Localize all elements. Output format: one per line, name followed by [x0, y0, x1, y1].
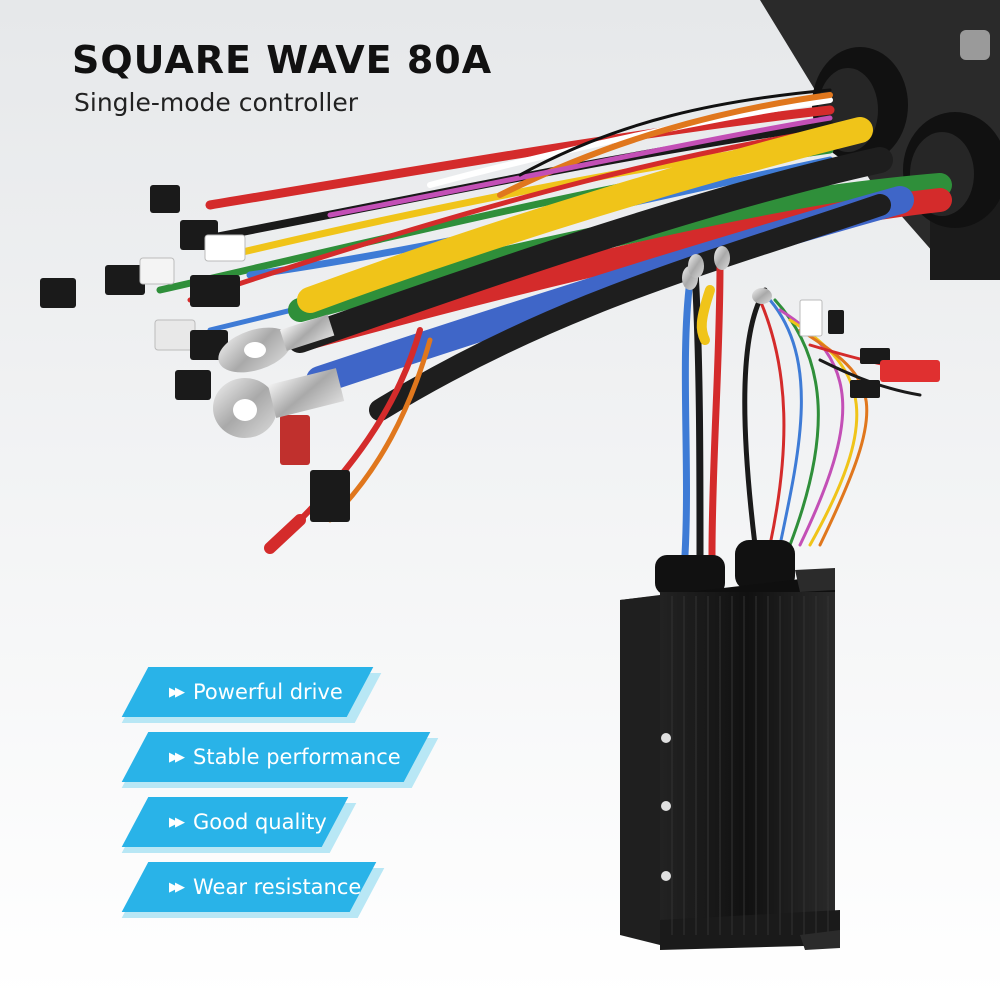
- subheadline: Single-mode controller: [74, 88, 358, 117]
- small-connectors: [799, 299, 940, 398]
- headline: SQUARE WAVE 80A: [72, 38, 493, 82]
- wire-harness: [156, 88, 952, 554]
- spade-terminals: [682, 246, 772, 304]
- ring-terminals: [213, 314, 345, 438]
- controller-body: [620, 540, 840, 950]
- harness-connectors: [40, 185, 350, 522]
